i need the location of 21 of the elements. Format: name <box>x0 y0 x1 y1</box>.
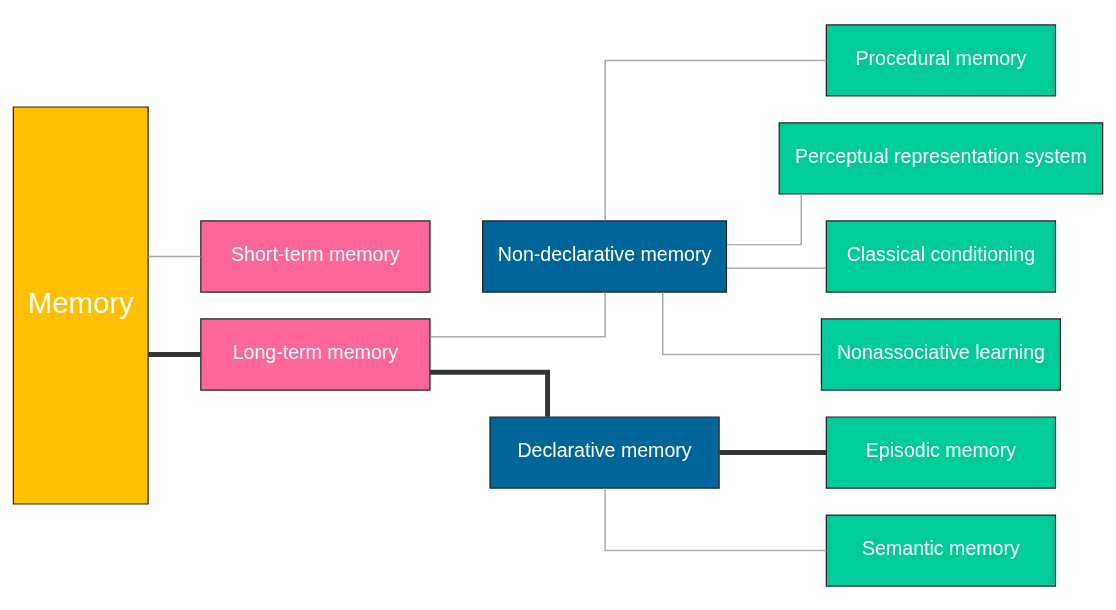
connector <box>604 59 828 221</box>
node-box: Memory <box>12 105 149 505</box>
node-box: Procedural memory <box>825 23 1057 97</box>
node-box: Declarative memory <box>489 415 720 489</box>
connector <box>147 255 202 257</box>
connector <box>719 449 827 455</box>
node-box: Semantic memory <box>825 513 1057 587</box>
connector <box>726 192 802 245</box>
connector <box>430 369 551 417</box>
connector <box>604 487 828 551</box>
connector <box>429 291 606 337</box>
node-box: Long-term memory <box>200 317 431 391</box>
node-box: Short-term memory <box>200 219 431 293</box>
node-box: Non-declarative memory <box>482 219 728 293</box>
connector <box>148 351 201 357</box>
node-box: Nonassociative learning <box>820 317 1061 391</box>
connector <box>726 267 827 269</box>
node-box: Classical conditioning <box>825 219 1057 293</box>
node-box: Episodic memory <box>825 415 1057 489</box>
connector <box>662 291 823 355</box>
node-box: Perceptual representation system <box>778 121 1104 195</box>
